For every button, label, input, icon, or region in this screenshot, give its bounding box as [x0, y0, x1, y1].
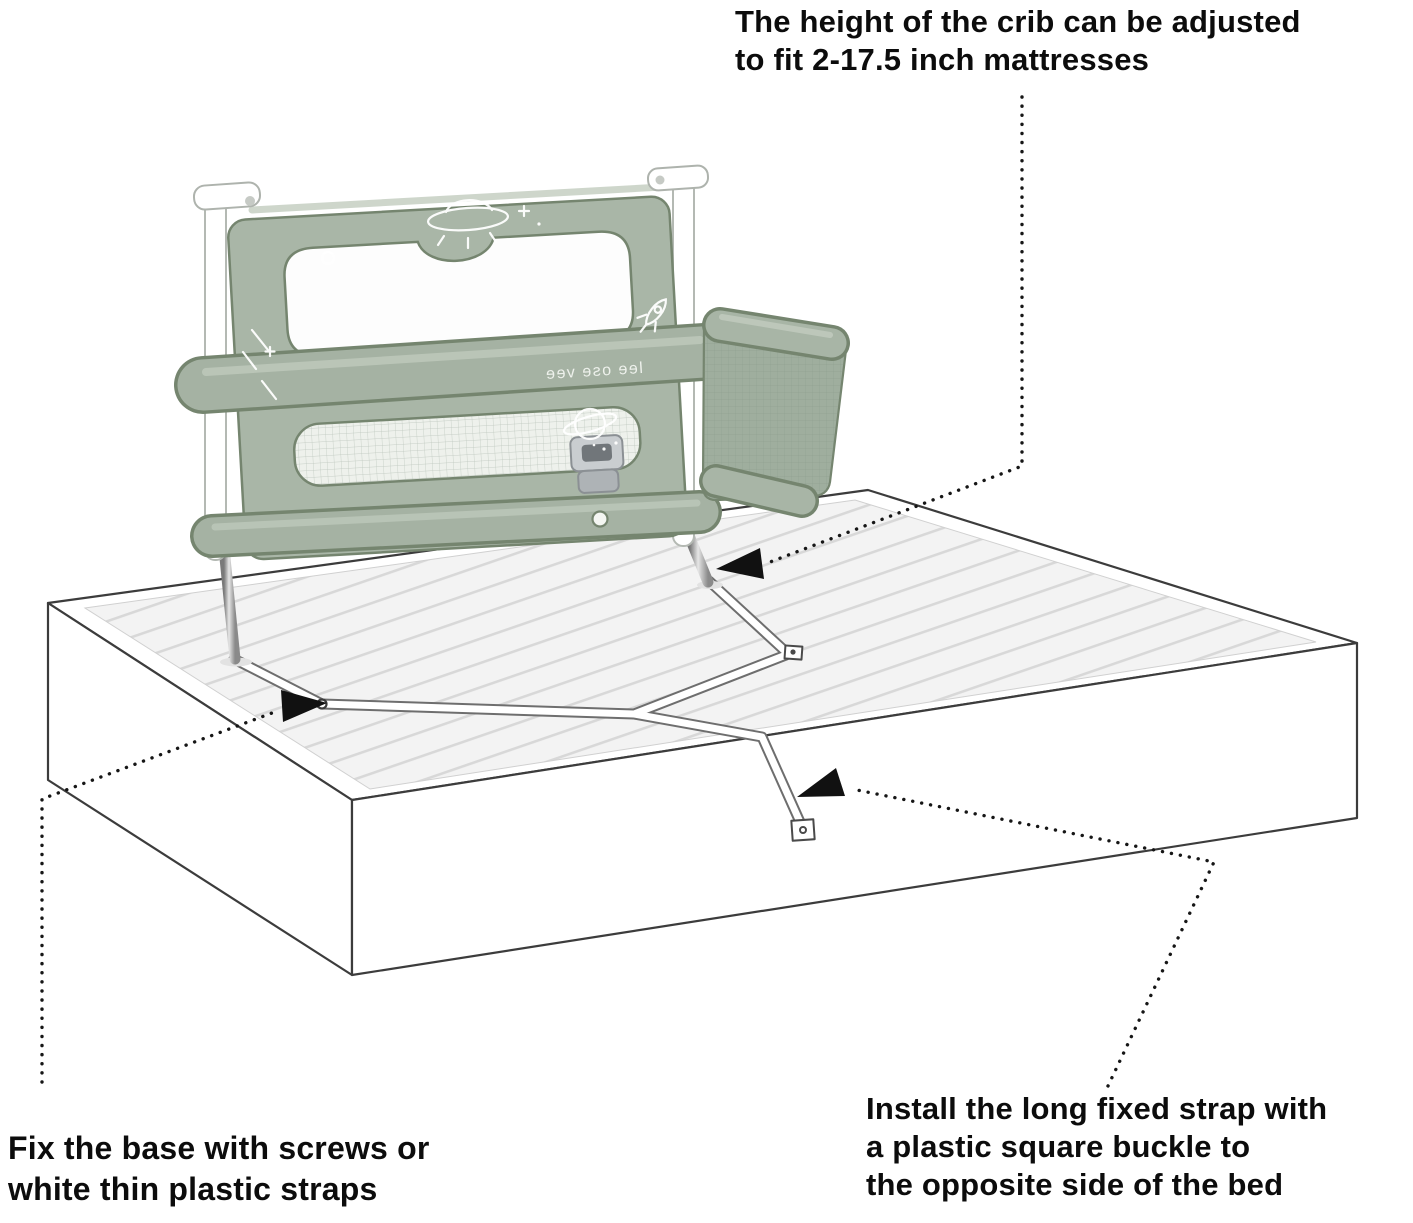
square-buckle — [790, 818, 816, 842]
mattress-front-face — [350, 641, 1359, 977]
arrowheads — [281, 548, 845, 797]
leg-right — [684, 532, 714, 588]
annotation-line: the opposite side of the bed — [866, 1167, 1284, 1202]
saturn-doodle — [562, 407, 618, 451]
annotation-install-strap: Install the long fixed strap with a plas… — [866, 1090, 1327, 1204]
arrowhead-install-strap — [797, 768, 845, 797]
top-rail-highlight — [248, 183, 666, 214]
mattress — [46, 488, 1359, 977]
annotation-line: white thin plastic straps — [8, 1171, 378, 1207]
annotation-line: a plastic square buckle to — [866, 1129, 1251, 1164]
leader-fix-base — [40, 711, 274, 1084]
ufo-doodle — [426, 199, 541, 250]
annotation-line: to fit 2-17.5 inch mattresses — [735, 42, 1150, 77]
crib-legs — [218, 532, 723, 667]
annotation-line: The height of the crib can be adjusted — [735, 4, 1301, 39]
lock-button — [591, 510, 609, 528]
bottom-rail — [190, 490, 722, 558]
fabric-doodles: lee ose vee — [241, 199, 667, 451]
lower-window-mesh — [294, 407, 641, 486]
bed-rail-crib: lee ose vee — [174, 164, 850, 561]
arrowhead-fix-base — [281, 690, 327, 722]
leader-install-strap — [850, 787, 1217, 1088]
annotation-crib-height: The height of the crib can be adjusted t… — [735, 3, 1301, 79]
brand-text-mirrored: lee ose vee — [544, 360, 643, 383]
leg-left — [218, 542, 241, 665]
fabric-assembly — [227, 195, 688, 561]
leader-lines — [40, 95, 1217, 1088]
storage-pocket — [699, 307, 850, 518]
square-plate — [783, 644, 804, 661]
shooting-star-doodle — [241, 328, 278, 401]
middle-band — [174, 323, 732, 414]
right-post-cap — [646, 164, 710, 192]
annotation-line: Fix the base with screws or — [8, 1130, 430, 1166]
annotation-line: Install the long fixed strap with — [866, 1091, 1328, 1126]
snap-button-doodle — [320, 250, 336, 266]
arrowhead-crib-height — [716, 548, 764, 579]
rocket-doodle — [636, 298, 667, 333]
upper-window — [283, 230, 635, 357]
mattress-straps — [228, 575, 816, 842]
left-post-cap — [192, 181, 262, 211]
strap-fills — [230, 577, 804, 826]
annotation-fix-base: Fix the base with screws or white thin p… — [8, 1128, 430, 1210]
